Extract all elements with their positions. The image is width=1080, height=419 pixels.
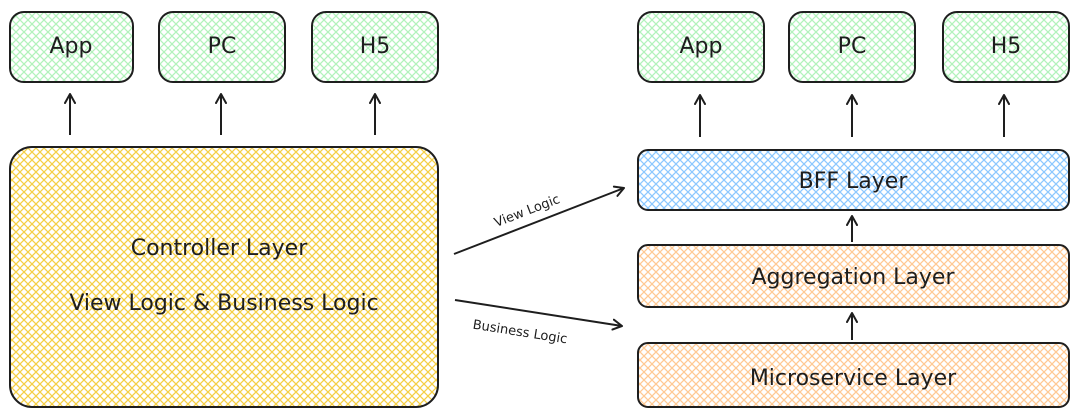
controller-layer-title: Controller Layer bbox=[131, 236, 309, 261]
right-client-pc: PC bbox=[788, 11, 916, 83]
controller-layer-subtitle: View Logic & Business Logic bbox=[69, 291, 378, 316]
right-client-app-label: App bbox=[680, 34, 723, 59]
left-client-pc: PC bbox=[158, 11, 286, 83]
left-client-app: App bbox=[9, 11, 134, 83]
right-client-pc-label: PC bbox=[838, 34, 867, 59]
business-logic-label: Business Logic bbox=[472, 318, 569, 348]
controller-layer-box: Controller Layer View Logic & Business L… bbox=[9, 146, 439, 408]
business-logic-arrow bbox=[454, 299, 623, 331]
microservice-layer-label: Microservice Layer bbox=[750, 366, 957, 391]
aggregation-layer-label: Aggregation Layer bbox=[752, 265, 956, 290]
view-logic-arrow bbox=[453, 185, 625, 255]
microservice-layer-box: Microservice Layer bbox=[637, 342, 1070, 408]
bff-layer-label: BFF Layer bbox=[799, 169, 909, 194]
left-client-pc-label: PC bbox=[208, 34, 237, 59]
left-client-app-label: App bbox=[50, 34, 93, 59]
aggregation-layer-box: Aggregation Layer bbox=[637, 244, 1070, 308]
left-client-h5: H5 bbox=[311, 11, 439, 83]
right-client-app: App bbox=[637, 11, 765, 83]
left-client-h5-label: H5 bbox=[360, 34, 391, 59]
bff-layer-box: BFF Layer bbox=[637, 149, 1070, 211]
right-client-h5: H5 bbox=[942, 11, 1070, 83]
right-client-h5-label: H5 bbox=[991, 34, 1022, 59]
